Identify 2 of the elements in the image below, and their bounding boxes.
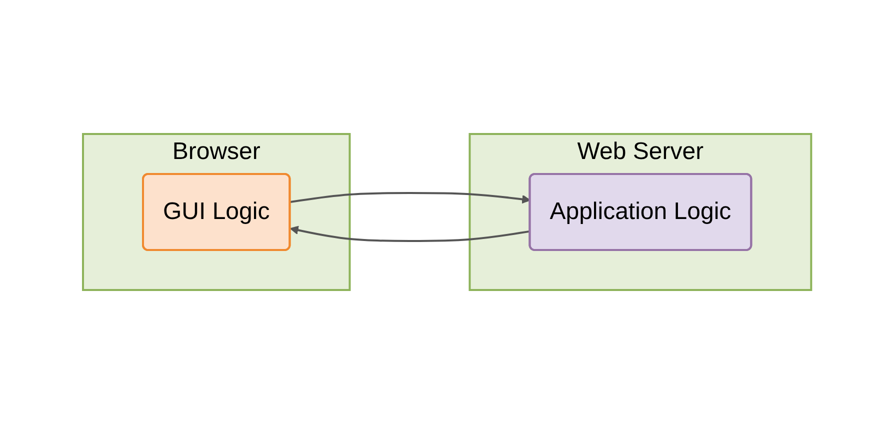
arrow [290,192,532,204]
arrow [290,225,531,242]
